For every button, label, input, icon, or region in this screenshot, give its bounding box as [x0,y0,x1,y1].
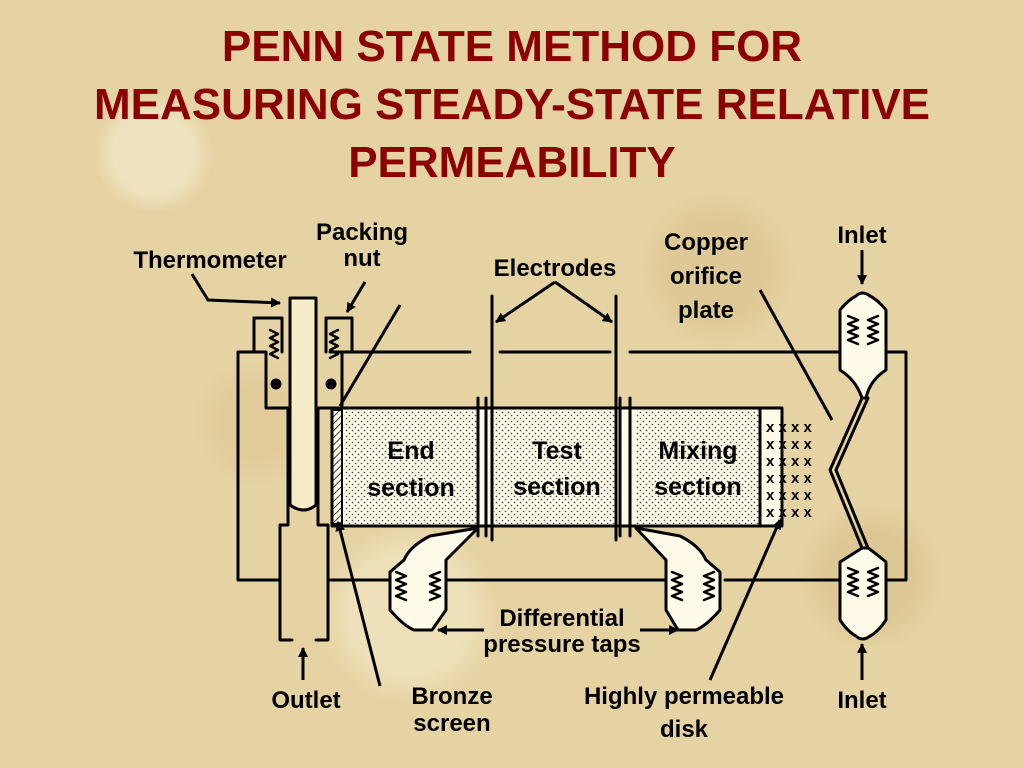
packing-nut [252,316,354,354]
disk-x-row: x x x x [766,470,813,487]
packing-nut-label: Packing [316,219,408,246]
outlet-label: Outlet [271,687,340,714]
page-title: PENN STATE METHOD FOR MEASURING STEADY-S… [0,18,1024,192]
disk-label: Highly permeable [584,683,784,710]
o-ring-right [325,378,337,390]
thermometer-leader [190,273,281,308]
copper-plate-leader [758,289,834,421]
diff-taps-label-2: pressure taps [483,631,640,658]
thermometer-housing-left [252,316,294,642]
electrodes-label: Electrodes [494,255,617,282]
end-section-label: End [387,437,434,465]
electrode-leader-1 [495,280,556,324]
outer-frame [236,350,282,582]
test-section-core [494,410,618,524]
electrode-leader-2 [554,280,613,324]
thermometer-label: Thermometer [133,247,286,274]
disk-leader [708,519,782,681]
mixing-section-label: Mixing [658,437,737,465]
pressure-tap-left [388,526,480,632]
copper-label: Copper [664,229,748,256]
test-section-label: Test [532,437,582,465]
divider-1 [476,396,488,538]
inlet-tube-b [834,396,870,550]
title-line-3: PERMEABILITY [348,138,676,187]
disk-x-row: x x x x [766,436,813,453]
bronze-screen-label-2: screen [413,710,490,737]
divider-2 [618,396,632,538]
disk-x-row: x x x x [766,453,813,470]
pressure-tap-right [634,526,722,632]
test-section-label-2: section [513,473,601,501]
copper-label-3: plate [678,297,734,324]
packing-nut-label-2: nut [343,245,380,272]
o-ring-left [270,378,282,390]
mixing-section-core [636,410,760,524]
inlet-top-label: Inlet [837,222,886,249]
disk-label-2: disk [660,716,709,743]
bronze-screen-label: Bronze [411,683,492,710]
bronze-screen [331,409,343,525]
mixing-section-label-2: section [654,473,742,501]
end-section-core [344,410,478,524]
end-section-label-2: section [367,474,455,502]
thermometer-housing-right [314,316,354,642]
inlet-tube-a [828,396,864,550]
inlet-bottom-label: Inlet [837,687,886,714]
disk-x-row: x x x x [766,487,813,504]
bronze-screen-leader [335,521,382,687]
thermometer-stem [288,296,318,512]
inlet-fitting-bottom [838,546,888,641]
inlet-fitting-top [838,291,888,400]
thread-right [328,328,340,360]
disk-x-marks: x x x x x x x x x x x x x x x x x x x x … [766,419,813,521]
copper-label-2: orifice [670,263,742,290]
diff-taps-label: Differential [499,605,624,632]
thread-left [268,328,280,360]
disk-x-row: x x x x [766,419,813,436]
packing-nut-leader-2 [338,304,402,407]
disk-x-row: x x x x [766,504,813,521]
title-line-1: PENN STATE METHOD FOR [221,22,803,71]
title-line-2: MEASURING STEADY-STATE RELATIVE [93,80,931,129]
packing-nut-leader [345,281,367,313]
frame-right [878,350,908,582]
